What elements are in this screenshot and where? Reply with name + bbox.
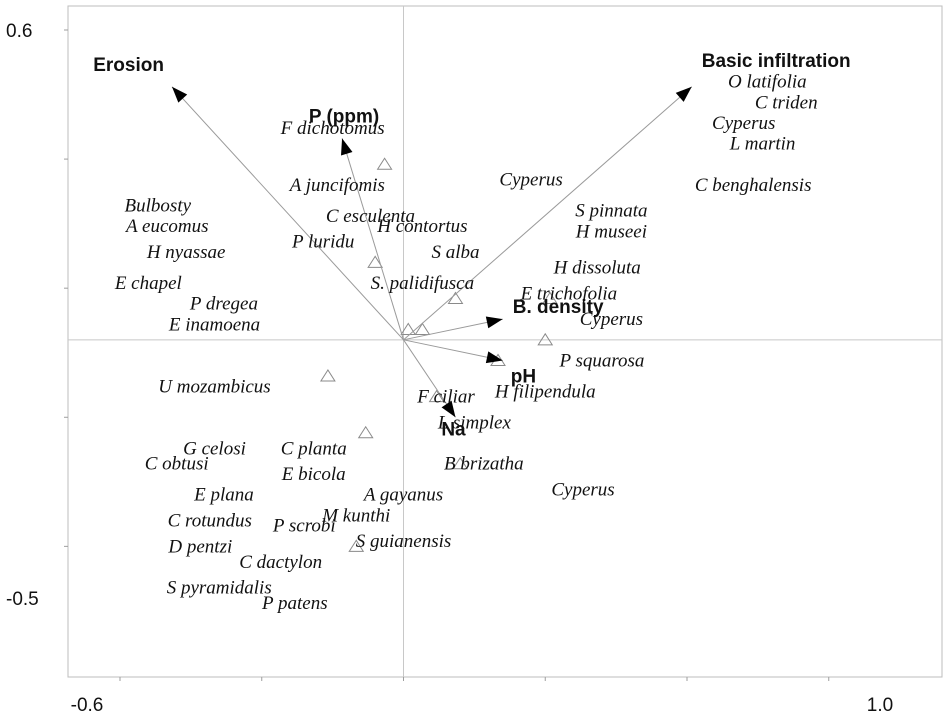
sample-point	[452, 456, 469, 470]
vector-label-b-density: B. density	[513, 297, 604, 318]
sample-points	[319, 157, 558, 552]
species-label: P squarosa	[558, 350, 644, 371]
species-label: C planta	[281, 438, 347, 459]
species-label: F ciliar	[416, 387, 475, 408]
sample-point	[447, 291, 464, 305]
species-label: C triden	[755, 92, 818, 113]
species-label: B brizatha	[444, 454, 524, 475]
species-label: E plana	[193, 485, 254, 506]
species-label: S guianensis	[356, 531, 452, 552]
species-label: H nyassae	[146, 242, 226, 263]
species-label: E bicola	[281, 464, 346, 485]
species-label: Cyperus	[551, 480, 614, 501]
species-label: S pinnata	[575, 201, 647, 222]
species-label: P patens	[261, 593, 328, 614]
plot-frame	[67, 5, 943, 678]
species-label: P dregea	[189, 294, 258, 315]
species-label: H contortus	[376, 216, 467, 237]
vector-label-basic-infiltration: Basic infiltration	[702, 51, 851, 72]
vector-label-na: Na	[441, 419, 466, 440]
y-tick-label-max: 0.6	[6, 21, 32, 42]
species-label: A eucomus	[124, 216, 209, 237]
environmental-vectors: Erosion P (ppm) Basic infiltration B. densi…	[93, 51, 850, 440]
sample-point	[319, 369, 336, 382]
sample-point	[428, 389, 445, 403]
species-label: G celosi	[183, 438, 246, 459]
vector-label-p-ppm: P (ppm)	[309, 106, 379, 127]
vector-arrowhead-erosion	[171, 86, 188, 103]
x-tick-label-min: -0.6	[71, 695, 104, 716]
species-label: S alba	[431, 242, 479, 263]
species-label: E inamoena	[168, 314, 260, 335]
species-label: C dactylon	[239, 552, 322, 573]
species-label: Bulbosty	[125, 196, 192, 217]
species-label: Cyperus	[499, 170, 562, 191]
species-label: S. palidifusca	[371, 273, 474, 294]
x-axis-ticks	[119, 677, 830, 681]
species-label: P scrobi	[272, 516, 336, 537]
vector-line-ph	[403, 339, 503, 361]
y-tick-label-min: -0.5	[6, 589, 39, 610]
species-label: C obtusi	[145, 454, 209, 475]
sample-point	[376, 157, 393, 170]
x-tick-label-max: 1.0	[867, 695, 893, 716]
vector-line-b-density	[403, 318, 503, 341]
species-label: L martin	[729, 134, 796, 155]
species-label: H dissoluta	[553, 258, 641, 279]
vector-arrowhead-na	[441, 400, 456, 418]
sample-point	[357, 425, 374, 439]
vector-line-basic-infiltration	[403, 86, 693, 341]
species-label: P luridu	[291, 232, 354, 253]
sample-point	[414, 322, 431, 335]
species-label: H museei	[575, 221, 647, 242]
species-label: A juncifomis	[288, 175, 385, 196]
species-label: S pyramidalis	[167, 578, 272, 599]
species-label: O latifolia	[728, 72, 807, 93]
vector-arrowhead-p-ppm	[341, 138, 353, 156]
species-label: Cyperus	[712, 113, 775, 134]
species-label: F dichotomus	[280, 118, 385, 139]
species-label: H filipendula	[494, 381, 596, 402]
vector-label-erosion: Erosion	[93, 55, 164, 76]
vector-arrowhead-basic-infiltration	[675, 86, 692, 102]
species-label: C esculenta	[326, 206, 415, 227]
vector-arrowhead-b-density	[485, 316, 503, 329]
species-label: C benghalensis	[695, 175, 812, 196]
species-label: A gayanus	[362, 485, 443, 506]
species-label: E chapel	[114, 273, 182, 294]
y-axis-ticks	[64, 29, 68, 547]
species-label: L simplex	[437, 412, 512, 433]
vector-line-p-ppm	[341, 138, 404, 340]
species-label: E trichofolia	[520, 283, 618, 304]
vector-line-erosion	[171, 86, 404, 341]
species-label: M kunthi	[321, 505, 390, 526]
sample-point	[367, 255, 384, 268]
species-label: Cyperus	[580, 309, 643, 330]
sample-point	[537, 332, 554, 346]
vector-label-ph: pH	[511, 366, 536, 387]
sample-point	[542, 291, 558, 305]
species-label: U mozambicus	[158, 376, 270, 397]
vector-arrowhead-ph	[485, 351, 503, 364]
species-label: D pentzi	[167, 536, 232, 557]
sample-point	[348, 539, 365, 552]
species-label: C rotundus	[168, 511, 252, 532]
sample-point	[400, 322, 417, 335]
